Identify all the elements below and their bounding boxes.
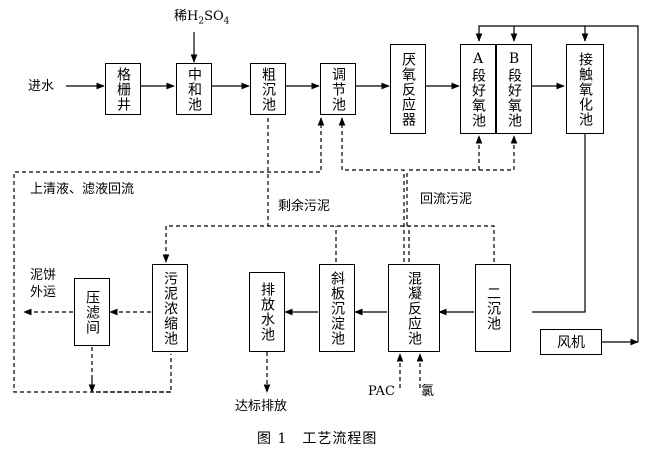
primary-sedimentation-box: 粗沉池 [250,63,286,115]
contact-oxidation-label: 接触氧化池 [577,51,593,127]
coag-reaction-box: 混凝反应池 [388,264,440,352]
neutralization-tank-box: 中和池 [176,63,212,115]
secondary-clarifier-box: 二沉池 [475,264,511,352]
excess-sludge-label: 剩余污泥 [278,199,331,214]
equalization-tank-box: 调节池 [320,63,356,115]
compliant-discharge-label: 达标排放 [235,399,288,414]
return-sludge-label: 回流污泥 [420,192,473,207]
contact-oxidation-box: 接触氧化池 [566,44,604,134]
a-stage-aerobic-label: A段好氧池 [470,50,486,128]
supernatant-return-label: 上清液、滤液回流 [30,182,135,197]
figure-caption: 图 1 工艺流程图 [257,431,378,447]
filter-press-box: 压滤间 [74,278,110,346]
grille-well-box: 格栅井 [105,63,141,115]
chlorine-label: 氯 [421,384,435,399]
pac-label: PAC [368,384,395,399]
sludge-cake-out-label: 泥饼外运 [30,268,57,300]
reagent-subscript-1: 2 [198,16,205,27]
blower-box: 风机 [540,329,602,355]
a-stage-aerobic-box: A段好氧池 [460,44,496,134]
coag-reaction-label: 混凝反应池 [406,270,422,346]
secondary-clarifier-label: 二沉池 [485,285,501,331]
filter-press-label: 压滤间 [84,289,100,335]
discharge-tank-box: 排放水池 [249,272,285,352]
sludge-thickener-label: 污泥浓缩池 [162,270,178,346]
reagent-prefix: 稀H [174,9,199,24]
neutralization-tank-label: 中和池 [186,66,202,112]
inclined-plate-box: 斜板沉淀池 [319,264,355,352]
b-stage-aerobic-label: B段好氧池 [506,50,522,128]
reagent-mid: SO [204,9,224,24]
inflow-label: 进水 [28,79,55,94]
blower-label: 风机 [557,335,585,351]
primary-sedimentation-label: 粗沉池 [260,66,276,112]
anaerobic-reactor-box: 厌氧反应器 [390,44,426,134]
sludge-thickener-box: 污泥浓缩池 [152,264,188,352]
equalization-tank-label: 调节池 [330,66,346,112]
anaerobic-reactor-label: 厌氧反应器 [400,51,416,127]
b-stage-aerobic-box: B段好氧池 [496,44,532,134]
discharge-tank-label: 排放水池 [259,282,275,342]
reagent-subscript-2: 4 [223,16,230,27]
inclined-plate-label: 斜板沉淀池 [329,270,345,346]
reagent-label: 稀H2SO4 [174,10,229,27]
grille-well-label: 格栅井 [115,66,131,112]
